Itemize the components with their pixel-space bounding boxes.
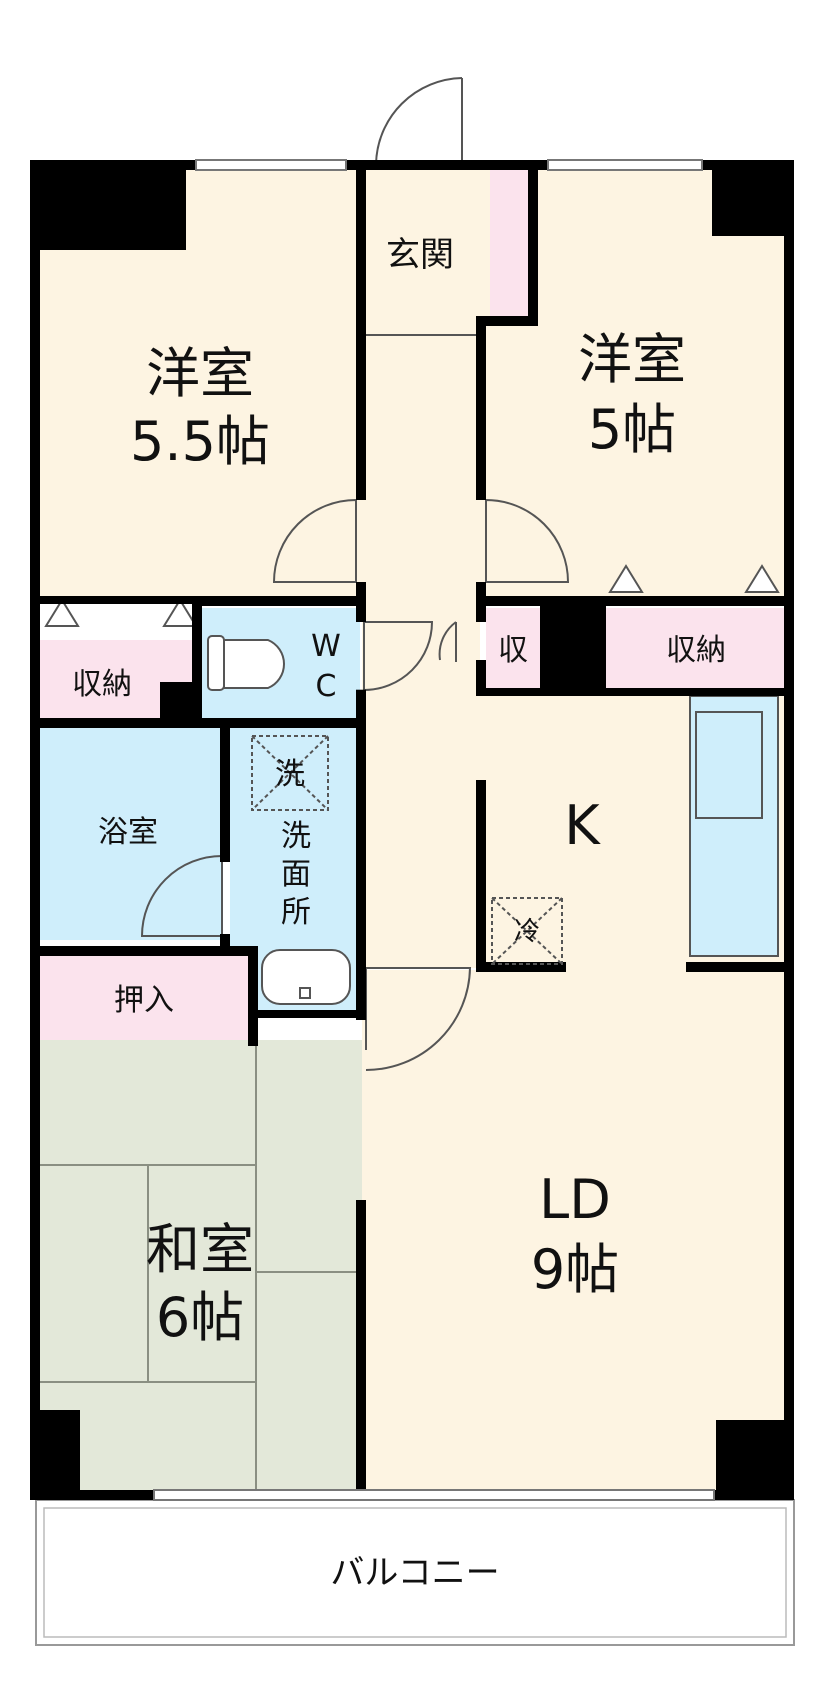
label-storage-right: 収納 [666,633,726,668]
label-balcony: バルコニー [330,1553,499,1593]
label-storage-small: 収 [498,633,528,668]
label-kitchen: K [564,794,601,857]
washbasin-faucet [299,987,311,999]
label-washer: 洗 [275,757,305,792]
label-wc-w: W [311,629,341,664]
closet [40,956,248,1040]
label-living-name: LD [539,1168,611,1231]
label-washroom-1: 洗 [281,819,311,854]
balcony [35,1499,795,1646]
label-washroom-2: 面 [281,857,311,892]
room-japanese [40,1040,362,1490]
storage-right [606,608,786,688]
toilet-icon [207,635,285,691]
kitchen-counter-icon [689,695,779,957]
label-western-left-size: 5.5帖 [130,410,270,473]
label-fridge: 冷 [514,917,540,947]
door-swing-icon [140,77,570,1071]
fridge-space-icon [491,897,563,965]
label-western-left-name: 洋室 [146,342,254,405]
label-living-size: 9帖 [531,1238,619,1301]
label-western-right-name: 洋室 [578,328,686,391]
windows [153,159,715,1501]
room-living [362,970,786,1490]
label-western-right-size: 5帖 [588,398,676,461]
label-japanese-name: 和室 [146,1218,254,1281]
washbasin-icon [261,949,351,1005]
shoe-storage [490,170,528,322]
room-bath [40,728,222,940]
kitchen-sink [695,711,763,819]
label-bath: 浴室 [98,815,158,850]
label-entrance: 玄関 [386,235,454,275]
label-wc-c: C [316,669,337,704]
closet-hanger-marks [44,564,780,627]
storage-small [486,608,540,688]
label-washroom-3: 所 [281,895,311,930]
balcony-railing [43,1507,787,1638]
washer-space-icon [251,735,329,811]
tatami-lines [40,1040,362,1490]
label-japanese-size: 6帖 [156,1286,244,1349]
label-storage-left: 収納 [72,667,132,702]
room-entrance [366,170,490,335]
label-closet: 押入 [114,983,174,1018]
